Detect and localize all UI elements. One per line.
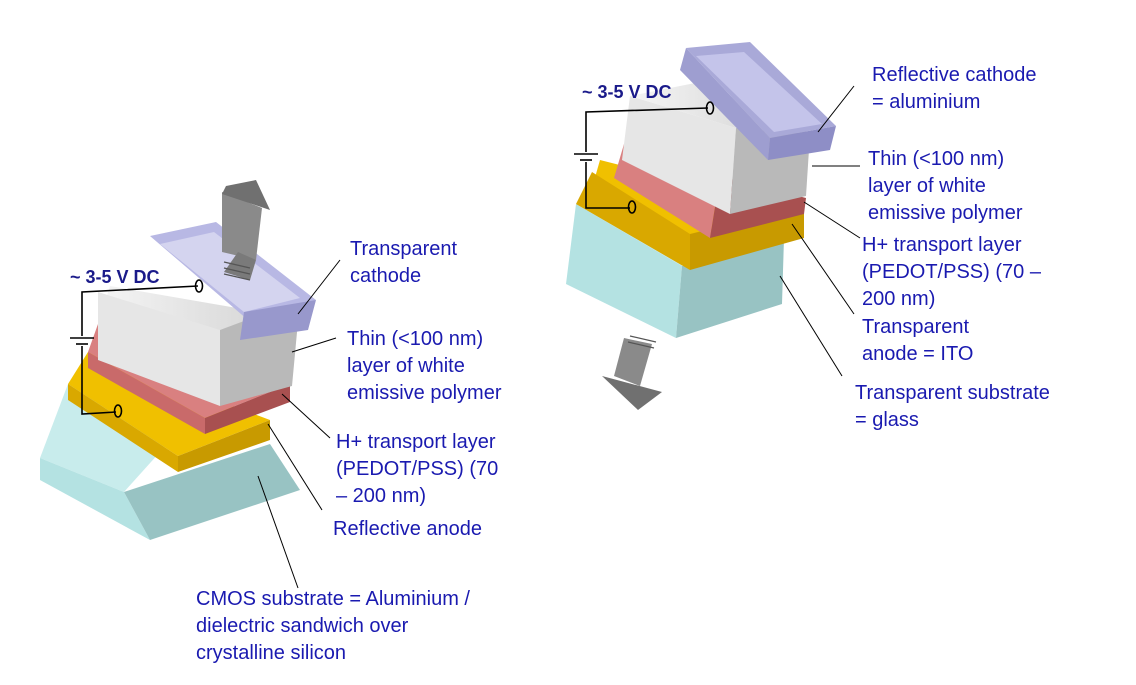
left-substrate-label: CMOS substrate = Aluminium / dielectric …: [196, 586, 470, 667]
right-emission-arrow: [602, 335, 662, 410]
left-transport-line-2: (PEDOT/PSS) (70: [336, 458, 499, 480]
right-cathode-layer: [680, 42, 836, 160]
right-transport-line-2: (PEDOT/PSS) (70 –: [862, 261, 1041, 283]
right-leader-lines: [779, 85, 861, 377]
left-polymer-line-2: layer of white: [347, 355, 465, 377]
right-device: [566, 42, 861, 410]
left-device: [40, 180, 341, 589]
left-cathode-line-2: cathode: [350, 265, 422, 287]
left-emission-arrow: [222, 180, 270, 281]
left-substrate-layer: [40, 384, 300, 540]
left-cathode-line-1: Transparent: [350, 238, 458, 260]
left-anode-line-1: Reflective anode: [333, 518, 482, 540]
left-transport-label: H+ transport layer (PEDOT/PSS) (70 – 200…: [336, 429, 498, 510]
left-transport-line-3: – 200 nm): [336, 485, 427, 507]
left-anode-label: Reflective anode: [333, 516, 482, 543]
right-transport-label: H+ transport layer (PEDOT/PSS) (70 – 200…: [862, 232, 1041, 313]
right-substrate-line-2: = glass: [855, 409, 919, 431]
right-circuit: [574, 101, 715, 214]
right-cathode-line-2: = aluminium: [872, 91, 981, 113]
right-substrate-line-1: Transparent substrate: [855, 382, 1050, 404]
right-transport-line-3: 200 nm): [862, 288, 936, 310]
right-polymer-line-1: Thin (<100 nm): [868, 148, 1005, 170]
right-polymer-line-2: layer of white: [868, 175, 986, 197]
right-substrate-label: Transparent substrate = glass: [855, 380, 1050, 434]
left-leader-lines: [257, 259, 341, 589]
right-anode-line-2: anode = ITO: [862, 343, 974, 365]
left-polymer-line-3: emissive polymer: [347, 382, 502, 404]
left-substrate-line-2: dielectric sandwich over: [196, 615, 409, 637]
right-polymer-line-3: emissive polymer: [868, 202, 1023, 224]
left-voltage-label: ~ 3-5 V DC: [70, 267, 160, 287]
right-anode-label: Transparent anode = ITO: [862, 314, 973, 368]
right-cathode-line-1: Reflective cathode: [872, 64, 1037, 86]
left-cathode-label: Transparent cathode: [350, 236, 457, 290]
left-polymer-line-1: Thin (<100 nm): [347, 328, 484, 350]
left-transport-line-1: H+ transport layer: [336, 431, 496, 453]
right-voltage-label: ~ 3-5 V DC: [582, 82, 672, 102]
right-anode-line-1: Transparent: [862, 316, 970, 338]
left-polymer-label: Thin (<100 nm) layer of white emissive p…: [347, 326, 501, 407]
right-transport-line-1: H+ transport layer: [862, 234, 1022, 256]
left-substrate-line-1: CMOS substrate = Aluminium /: [196, 588, 470, 610]
right-polymer-label: Thin (<100 nm) layer of white emissive p…: [868, 146, 1022, 227]
left-substrate-line-3: crystalline silicon: [196, 642, 347, 664]
right-cathode-label: Reflective cathode = aluminium: [872, 62, 1037, 116]
left-circuit: [70, 279, 204, 418]
